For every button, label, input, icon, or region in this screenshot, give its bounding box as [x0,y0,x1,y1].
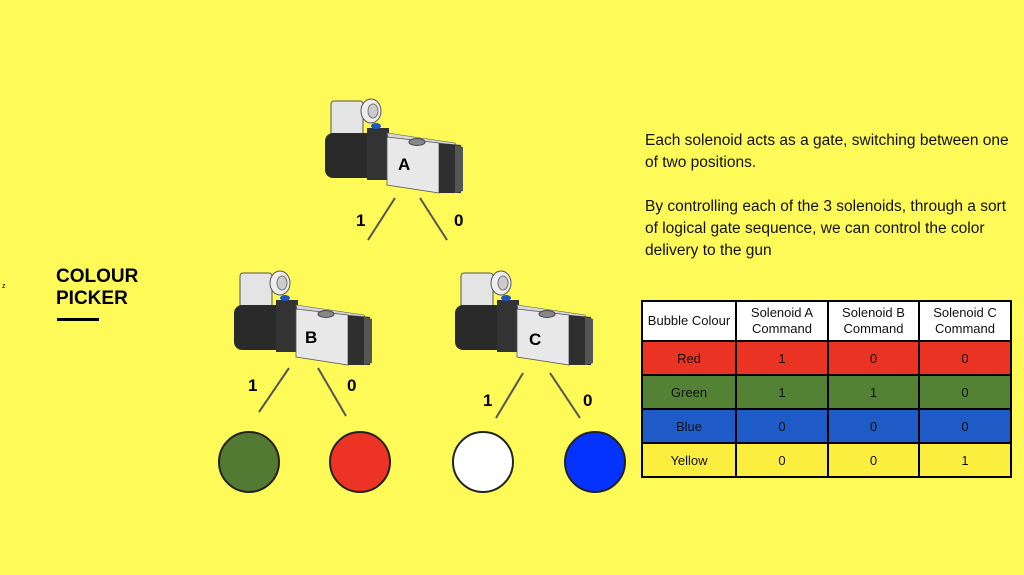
cell: 1 [918,442,1012,478]
branch-line [258,367,290,413]
command-table: Bubble Colour Solenoid A Command Solenoi… [641,300,1012,478]
cell: Blue [641,408,737,444]
cell: 0 [735,442,829,478]
stray-mark: z [2,283,6,290]
description-paragraph-2: By controlling each of the 3 solenoids, … [645,198,1007,259]
cell: 0 [827,442,920,478]
cell: Red [641,340,737,376]
bubble-blue [564,431,626,493]
branch-label-c-1: 1 [483,391,492,410]
table-header-row: Bubble Colour Solenoid A Command Solenoi… [641,300,1012,342]
header-bubble-colour: Bubble Colour [641,300,737,342]
header-solenoid-c: Solenoid C Command [918,300,1012,342]
branch-label-a-1: 1 [356,211,365,230]
solenoid-b-icon [233,270,373,366]
bubble-red [329,431,391,493]
branch-label-a-0: 0 [454,211,463,230]
solenoid-a-label: A [398,155,410,174]
cell: Yellow [641,442,737,478]
cell: 0 [918,408,1012,444]
solenoid-a-icon [324,98,464,194]
header-solenoid-b: Solenoid B Command [827,300,920,342]
cell: 0 [827,340,920,376]
title-underline [57,318,99,321]
solenoid-c-label: C [529,330,541,349]
cell: 0 [827,408,920,444]
solenoid-c-icon [454,270,594,366]
bubble-white [452,431,514,493]
slide-title: COLOUR PICKER [56,266,138,310]
branch-lines [258,197,581,419]
cell: 1 [735,340,829,376]
bubble-green [218,431,280,493]
branch-label-c-0: 0 [583,391,592,410]
branch-line [367,197,396,241]
branch-label-b-0: 0 [347,376,356,395]
branch-line [419,197,448,241]
header-solenoid-a: Solenoid A Command [735,300,829,342]
title-line-1: COLOUR [56,266,139,287]
description-paragraph-1: Each solenoid acts as a gate, switching … [645,132,1009,171]
branch-line [549,372,581,419]
cell: 1 [735,374,829,410]
cell: 0 [918,340,1012,376]
description: Each solenoid acts as a gate, switching … [645,130,1015,284]
title-line-2: PICKER [56,288,128,309]
solenoid-b-label: B [305,328,317,347]
branch-line [495,372,524,419]
cell: 0 [918,374,1012,410]
branch-line [317,367,347,417]
cell: 1 [827,374,920,410]
branch-label-b-1: 1 [248,376,257,395]
cell: Green [641,374,737,410]
cell: 0 [735,408,829,444]
